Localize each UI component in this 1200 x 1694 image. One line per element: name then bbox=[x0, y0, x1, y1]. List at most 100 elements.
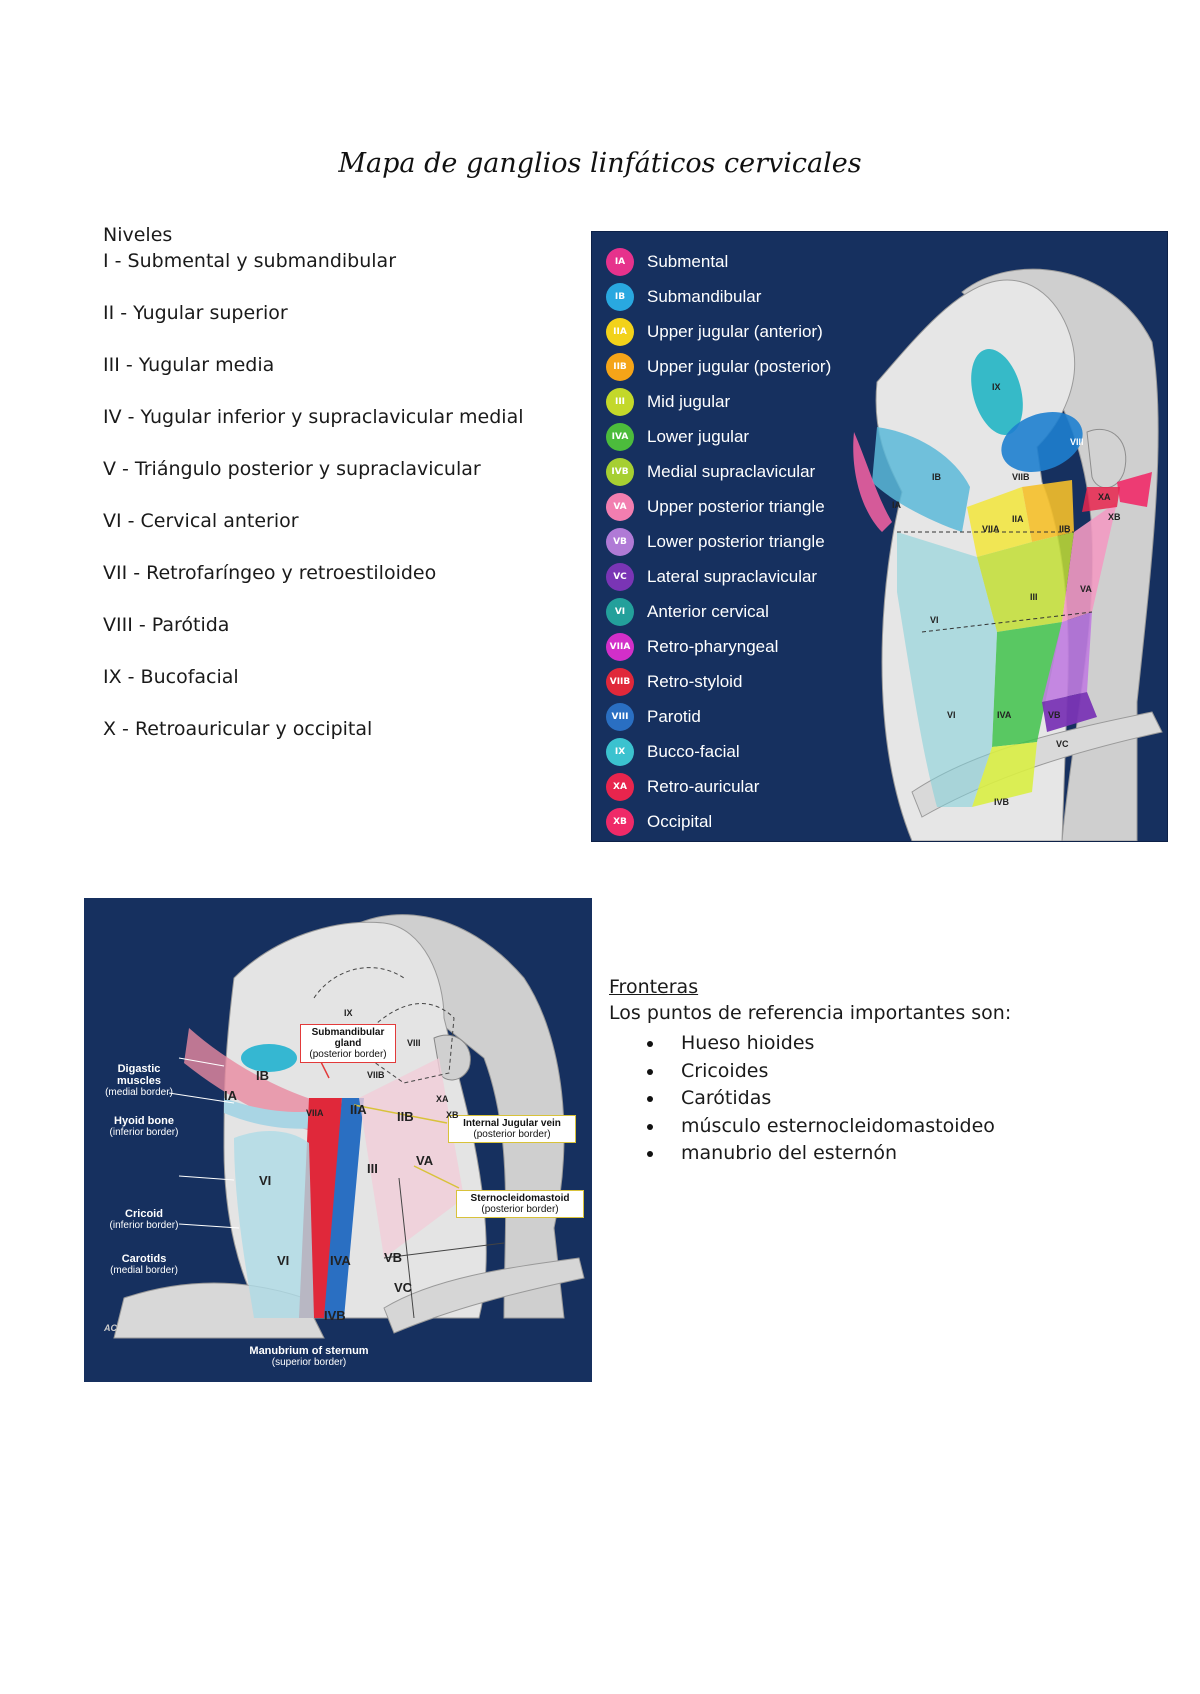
legend-item: VIIA Retro-pharyngeal bbox=[606, 629, 831, 664]
legend-badge: IVB bbox=[606, 457, 634, 486]
legend-badge: VIIB bbox=[606, 667, 634, 696]
level-item: VI - Cervical anterior bbox=[103, 510, 299, 532]
digastric-annotation: Digastic muscles (medial border) bbox=[105, 1063, 173, 1098]
legend-label: Retro-auricular bbox=[647, 776, 760, 796]
legend-item: VIII Parotid bbox=[606, 699, 831, 734]
zone-label: IIB bbox=[397, 1109, 414, 1124]
zone-ix bbox=[971, 349, 1023, 435]
zone-label: XA bbox=[436, 1094, 449, 1104]
zone-label: IA bbox=[224, 1088, 237, 1103]
zone-va bbox=[1062, 502, 1117, 622]
levels-heading: Niveles bbox=[103, 224, 173, 246]
zone-ia bbox=[853, 432, 892, 532]
borders-list: Hueso hioides Cricoides Carótidas múscul… bbox=[609, 1030, 1169, 1168]
legend-item: XB Occipital bbox=[606, 804, 831, 839]
legend-label: Mid jugular bbox=[647, 391, 731, 411]
submandibular-annotation: Submandibular gland (posterior border) bbox=[300, 1024, 396, 1063]
zone-label: VI bbox=[947, 710, 956, 720]
page-title: Mapa de ganglios linfáticos cervicales bbox=[338, 148, 862, 179]
zone-label: VI bbox=[930, 615, 939, 625]
legend-badge: IX bbox=[606, 737, 634, 766]
legend-label: Parotid bbox=[647, 706, 701, 726]
zone-vi bbox=[897, 532, 997, 807]
level-item: IX - Bucofacial bbox=[103, 666, 239, 688]
legend-label: Submental bbox=[647, 251, 729, 271]
legend-label: Retro-styloid bbox=[647, 671, 743, 691]
zone-viii bbox=[1001, 412, 1083, 472]
zone-label: IA bbox=[892, 500, 901, 510]
legend-item: VC Lateral supraclavicular bbox=[606, 559, 831, 594]
levels-list: I - Submental y submandibular II - Yugul… bbox=[103, 248, 583, 768]
zone-label: VB bbox=[384, 1250, 403, 1265]
border-item: manubrio del esternón bbox=[647, 1140, 1169, 1168]
zone-label: IB bbox=[256, 1068, 269, 1083]
legend-badge: VB bbox=[606, 527, 634, 556]
zone-iib bbox=[1022, 480, 1074, 542]
legend-badge: VIIA bbox=[606, 632, 634, 661]
zone-label: IB bbox=[932, 472, 941, 482]
borders-section: Fronteras Los puntos de referencia impor… bbox=[609, 974, 1169, 1168]
cricoid-annotation: Cricoid (inferior border) bbox=[109, 1208, 179, 1231]
zone-label: IIA bbox=[350, 1102, 367, 1117]
legend-label: Bucco-facial bbox=[647, 741, 740, 761]
neck-illustration-colored bbox=[853, 268, 1163, 841]
zone-label: VA bbox=[416, 1153, 434, 1168]
legend-label: Lateral supraclavicular bbox=[647, 566, 818, 586]
zone-label: XA bbox=[1098, 492, 1111, 502]
zone-label: IX bbox=[992, 382, 1001, 392]
zone-label: VIIB bbox=[367, 1070, 385, 1080]
legend-label: Upper jugular (anterior) bbox=[647, 321, 823, 341]
legend-badge: XA bbox=[606, 772, 634, 801]
zone-label: IVB bbox=[324, 1308, 346, 1323]
legend-label: Lower jugular bbox=[647, 426, 750, 446]
legend-badge: XB bbox=[606, 807, 634, 836]
legend-label: Upper jugular (posterior) bbox=[647, 356, 832, 376]
legend-item: VI Anterior cervical bbox=[606, 594, 831, 629]
legend-label: Occipital bbox=[647, 811, 713, 831]
zone-label: VC bbox=[394, 1280, 413, 1295]
zone-xa bbox=[1082, 487, 1120, 512]
zone-label: VI bbox=[259, 1173, 272, 1188]
legend-label: Anterior cervical bbox=[647, 601, 769, 621]
zone-label: VC bbox=[1056, 739, 1069, 749]
borders-heading: Fronteras bbox=[609, 976, 699, 998]
zone-label: VI bbox=[277, 1253, 290, 1268]
level-item: V - Triángulo posterior y supraclavicula… bbox=[103, 458, 481, 480]
legend-badge: VC bbox=[606, 562, 634, 591]
legend-item: IIA Upper jugular (anterior) bbox=[606, 314, 831, 349]
zone-iii bbox=[977, 532, 1074, 632]
manubrium-annotation: Manubrium of sternum (superior border) bbox=[249, 1345, 369, 1368]
legend-badge: VI bbox=[606, 597, 634, 626]
zone-label: IVB bbox=[994, 797, 1010, 807]
hyoid-annotation: Hyoid bone (inferior border) bbox=[109, 1115, 179, 1138]
levels-section: Niveles I - Submental y submandibular II… bbox=[103, 222, 583, 768]
artist-signature: AC bbox=[104, 1323, 117, 1333]
zone-vc bbox=[1042, 692, 1097, 732]
legend-label: Retro-pharyngeal bbox=[647, 636, 779, 656]
zone-label: IIB bbox=[1059, 524, 1071, 534]
level-item: I - Submental y submandibular bbox=[103, 250, 397, 272]
zone-label: VIIA bbox=[306, 1108, 324, 1118]
legend-item: VB Lower posterior triangle bbox=[606, 524, 831, 559]
legend-badge: IB bbox=[606, 282, 634, 311]
zone-label: IIA bbox=[1012, 514, 1024, 524]
jugular-vein bbox=[324, 1098, 364, 1318]
legend-badge: VIII bbox=[606, 702, 634, 731]
level-item: IV - Yugular inferior y supraclavicular … bbox=[103, 406, 524, 428]
legend-badge: III bbox=[606, 387, 634, 416]
legend-item: VIIB Retro-styloid bbox=[606, 664, 831, 699]
zone-label: IX bbox=[344, 1008, 353, 1018]
level-item: VIII - Parótida bbox=[103, 614, 230, 636]
zone-iia bbox=[967, 487, 1032, 557]
legend-label: Lower posterior triangle bbox=[647, 531, 825, 551]
zone-label: VIII bbox=[407, 1038, 421, 1048]
legend-badge: IIA bbox=[606, 317, 634, 346]
legend-item: IX Bucco-facial bbox=[606, 734, 831, 769]
zone-label: VIIA bbox=[982, 524, 1000, 534]
legend-item: XA Retro-auricular bbox=[606, 769, 831, 804]
zone-label: VB bbox=[1048, 710, 1061, 720]
level-item: X - Retroauricular y occipital bbox=[103, 718, 373, 740]
